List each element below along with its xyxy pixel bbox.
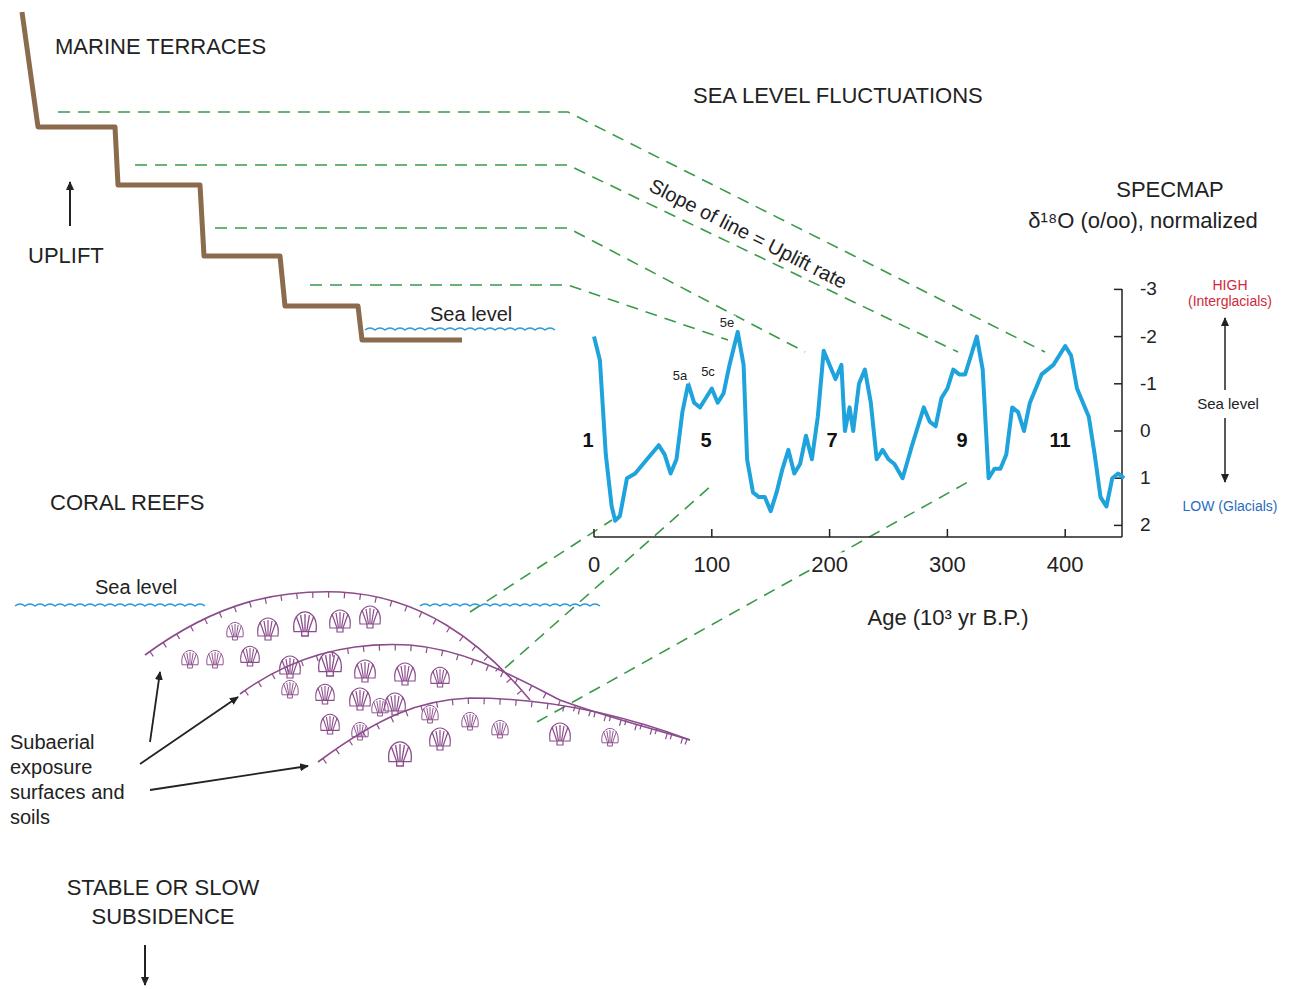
substage-label: 5e bbox=[718, 316, 736, 331]
reef-surfaces bbox=[145, 592, 690, 762]
axis-ticks bbox=[594, 289, 1122, 537]
stage-number: 5 bbox=[698, 429, 713, 452]
stage-number: 11 bbox=[1047, 429, 1072, 452]
axis-end-label: LOW (Glacials) bbox=[1175, 498, 1285, 514]
tick-label: 200 bbox=[809, 552, 850, 577]
axis-arrow bbox=[1224, 418, 1226, 482]
tick-label: -3 bbox=[1140, 278, 1157, 300]
sea-surface bbox=[15, 604, 205, 606]
axis-end-label: HIGH (Interglacials) bbox=[1175, 277, 1285, 309]
coral-shells bbox=[182, 606, 619, 766]
tick-label: 100 bbox=[691, 552, 732, 577]
process-label: STABLE OR SLOW SUBSIDENCE bbox=[3, 873, 323, 931]
stage-number: 1 bbox=[580, 429, 595, 452]
chart-source: SPECMAP bbox=[1116, 177, 1224, 202]
tick-label: 300 bbox=[927, 552, 968, 577]
tick-label: 2 bbox=[1140, 514, 1151, 536]
section-title: CORAL REEFS bbox=[50, 490, 204, 515]
substage-label: 5a bbox=[671, 369, 689, 384]
axis-arrow bbox=[1224, 318, 1226, 390]
subsidence-arrow bbox=[144, 945, 146, 985]
tick-label: -2 bbox=[1140, 326, 1157, 348]
chart-title: SEA LEVEL FLUCTUATIONS bbox=[693, 83, 983, 108]
axis-title: Sea level bbox=[1195, 395, 1261, 412]
section-title: MARINE TERRACES bbox=[55, 34, 266, 59]
process-label: UPLIFT bbox=[28, 243, 104, 268]
reef-ticks bbox=[150, 592, 687, 764]
correlation-lines bbox=[58, 112, 1045, 722]
tick-label: 1 bbox=[1140, 467, 1151, 489]
callout-label: Subaerial exposure surfaces and soils bbox=[10, 730, 140, 830]
tick-label: 0 bbox=[586, 552, 602, 577]
axis-title: δ¹⁸O (o/oo), normalized bbox=[1028, 208, 1257, 233]
stage-number: 9 bbox=[954, 429, 969, 452]
d18o-curve bbox=[594, 332, 1124, 521]
sea-level-label: Sea level bbox=[95, 576, 177, 599]
tick-label: -1 bbox=[1140, 373, 1157, 395]
chart-axes bbox=[594, 289, 1122, 537]
leader-line bbox=[150, 766, 308, 790]
leader-line bbox=[150, 672, 160, 742]
sea-level-label: Sea level bbox=[430, 303, 512, 326]
tick-label: 0 bbox=[1140, 420, 1151, 442]
axis-title: Age (10³ yr B.P.) bbox=[866, 605, 1031, 630]
uplift-arrow bbox=[69, 182, 71, 226]
sea-surface bbox=[420, 604, 600, 606]
leader-line bbox=[140, 697, 238, 764]
tick-label: 400 bbox=[1045, 552, 1086, 577]
substage-label: 5c bbox=[699, 365, 717, 380]
terrace-profile bbox=[22, 12, 462, 340]
sea-surface bbox=[365, 328, 555, 330]
slope-note: Slope of line = Uplift rate bbox=[644, 173, 853, 294]
stage-number: 7 bbox=[824, 429, 839, 452]
